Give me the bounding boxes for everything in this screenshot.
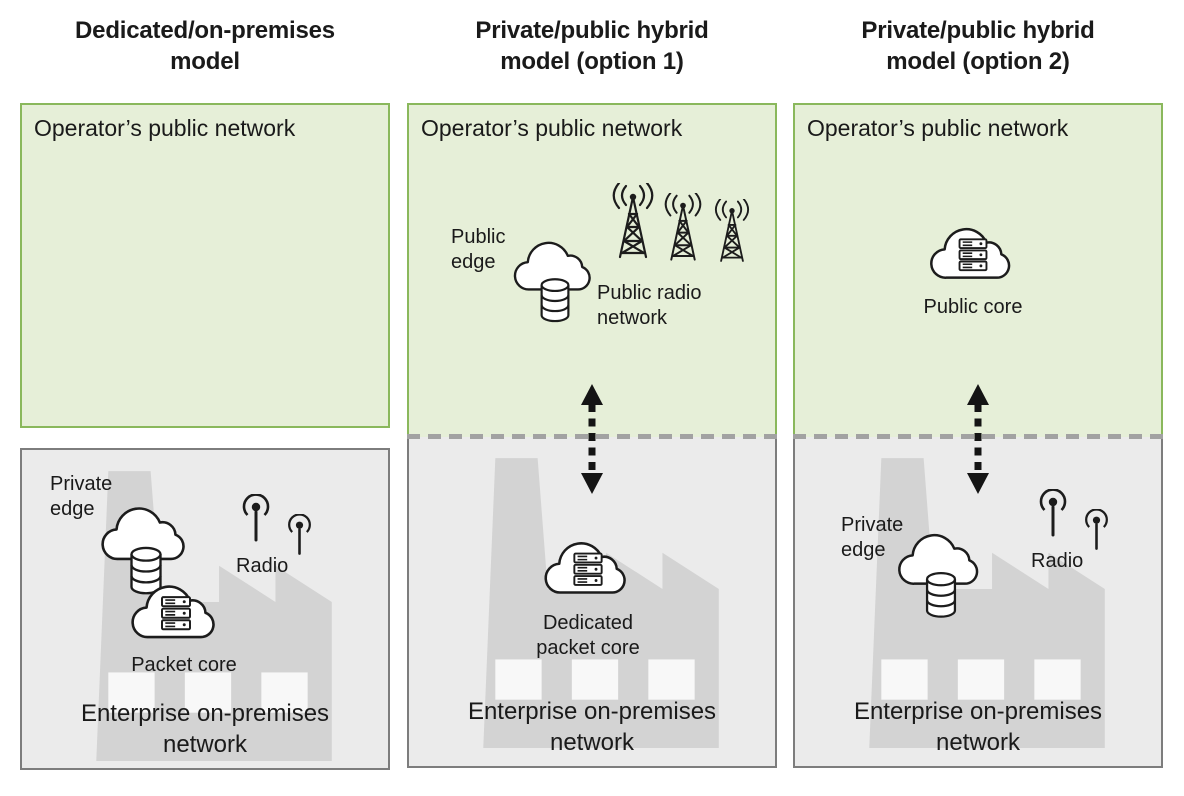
radio-label: Radio xyxy=(1031,550,1084,572)
radio-antenna-icon xyxy=(1039,489,1067,537)
operator-public-network-box: Operator’s public network xyxy=(20,103,390,428)
public-radio-network-label: Public radio network xyxy=(597,282,702,329)
cloud-database-icon xyxy=(507,235,603,331)
cloud-server-icon xyxy=(923,221,1023,291)
operator-public-network-box: Operator’s public network Public core xyxy=(793,103,1163,437)
enterprise-network-label: Enterprise on-premises network xyxy=(853,697,1103,756)
operator-public-network-label: Operator’s public network xyxy=(421,115,683,141)
column-title: Private/public hybrid model (option 2) xyxy=(861,17,1095,75)
radio-tower-icon xyxy=(664,193,702,261)
dedicated-packet-core-label: Dedicated packet core xyxy=(536,612,640,659)
cloud-server-icon xyxy=(537,535,639,606)
packet-core-label: Packet core xyxy=(131,654,237,676)
cloud-server-icon xyxy=(124,578,228,651)
public-core-label: Public core xyxy=(923,296,1023,318)
hybrid2-stack: Operator’s public network Public core Pr… xyxy=(793,103,1163,768)
private-edge-label: Private edge xyxy=(50,473,113,520)
enterprise-network-label: Enterprise on-premises network xyxy=(467,697,717,756)
enterprise-network-box: Private edge Radio Packet core Enterpris… xyxy=(20,448,390,770)
dedicated-stack: Operator’s public network Private edge R… xyxy=(20,103,390,770)
private-edge-label: Private edge xyxy=(841,514,904,561)
radio-tower-icon xyxy=(714,199,750,262)
double-headed-dashed-arrow-icon xyxy=(579,383,605,495)
column-title: Dedicated/on-premises model xyxy=(75,17,335,75)
cloud-database-icon xyxy=(891,527,991,627)
column-hybrid-option-1: Private/public hybrid model (option 1) O… xyxy=(407,0,777,768)
radio-antenna-icon xyxy=(1084,509,1109,550)
operator-public-network-box: Operator’s public network Public edge Pu… xyxy=(407,103,777,437)
radio-antenna-icon xyxy=(242,494,270,542)
enterprise-network-label: Enterprise on-premises network xyxy=(80,699,330,758)
double-headed-dashed-arrow-icon xyxy=(965,383,991,495)
operator-public-network-label: Operator’s public network xyxy=(807,115,1069,141)
operator-public-network-label: Operator’s public network xyxy=(34,115,296,141)
column-hybrid-option-2: Private/public hybrid model (option 2) O… xyxy=(793,0,1163,768)
radio-antenna-icon xyxy=(287,514,312,555)
column-dedicated-model: Dedicated/on-premises model Operator’s p… xyxy=(20,0,390,770)
public-edge-label: Public edge xyxy=(451,226,506,273)
hybrid1-stack: Operator’s public network Public edge Pu… xyxy=(407,103,777,768)
column-title: Private/public hybrid model (option 1) xyxy=(475,17,709,75)
radio-label: Radio xyxy=(236,555,289,577)
